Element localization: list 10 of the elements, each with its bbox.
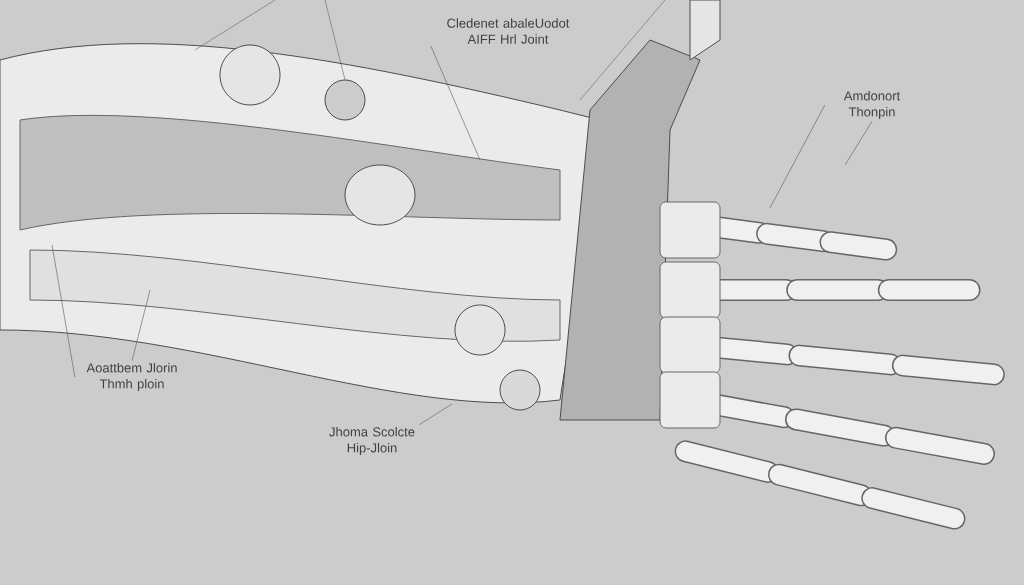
callout-label: Jhoma Scolcte Hip-Jloin (329, 426, 415, 456)
leader-line (844, 120, 873, 166)
leader-line (131, 289, 151, 362)
callout-label: Amdonort Thonpin (843, 90, 901, 120)
callout-label: Aoattbem Jlorin Thmh ploin (86, 362, 177, 392)
leader-line (418, 403, 453, 426)
callout-label: Cledenet abaleUodot AIFF Hrl Joint (447, 18, 570, 44)
leader-line (51, 244, 76, 378)
leader-line (430, 45, 481, 161)
leader-line (769, 104, 826, 209)
